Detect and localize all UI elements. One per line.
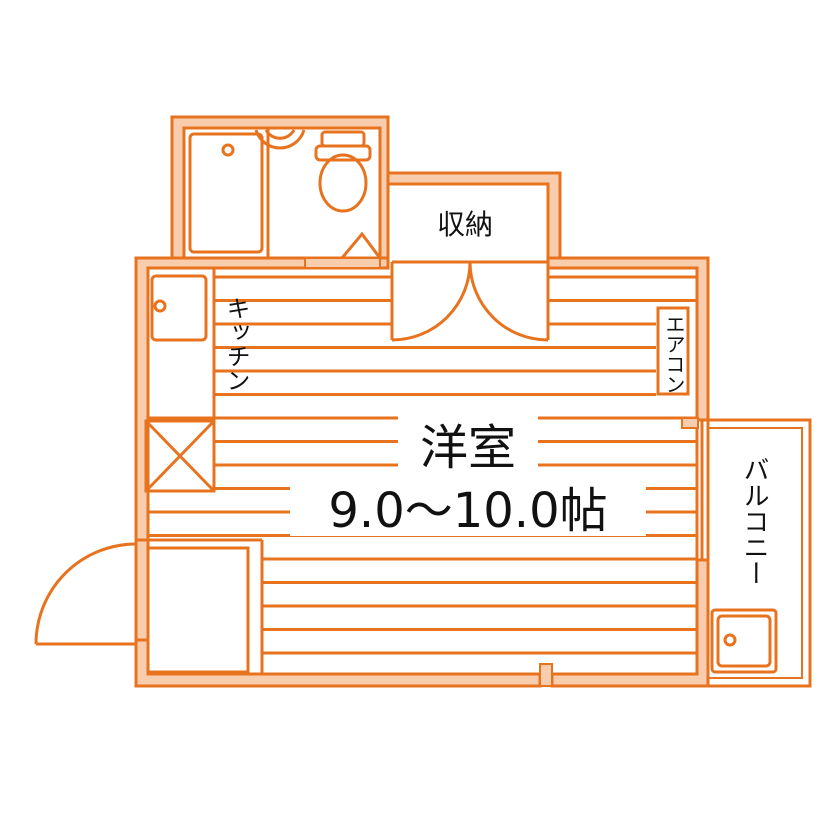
room-size: 9.0〜10.0帖 bbox=[328, 483, 607, 539]
window-notch bbox=[681, 417, 699, 429]
balcony-label: バルコニー bbox=[739, 456, 769, 586]
washbasin-icon bbox=[254, 129, 306, 150]
room-size-bg bbox=[290, 480, 646, 536]
refrigerator-space bbox=[144, 419, 216, 493]
room-label-bg bbox=[398, 414, 538, 472]
main-wall-bottom-right bbox=[550, 558, 710, 688]
sink-icon bbox=[150, 274, 208, 342]
aircon-unit bbox=[656, 306, 690, 396]
closet-door-icon bbox=[390, 260, 550, 342]
kitchen-counter bbox=[146, 266, 216, 420]
storage-label: 収納 bbox=[437, 208, 493, 241]
bathroom-door-icon bbox=[340, 231, 382, 259]
balcony-window bbox=[695, 418, 710, 562]
main-wall-left-lower bbox=[134, 638, 542, 688]
entrance-door-icon bbox=[34, 540, 138, 646]
washing-machine-icon bbox=[710, 608, 778, 674]
bottom-notch bbox=[539, 663, 553, 687]
aircon-label: エアコン bbox=[662, 314, 686, 394]
bathroom-threshold bbox=[304, 257, 381, 269]
toilet-icon bbox=[314, 130, 372, 213]
bathtub-icon bbox=[188, 132, 264, 254]
entrance-area bbox=[134, 538, 262, 674]
kitchen-label: キッチン bbox=[222, 296, 250, 392]
balcony bbox=[708, 418, 812, 688]
outer-walls bbox=[134, 115, 710, 688]
room-name: 洋室 bbox=[420, 420, 516, 476]
